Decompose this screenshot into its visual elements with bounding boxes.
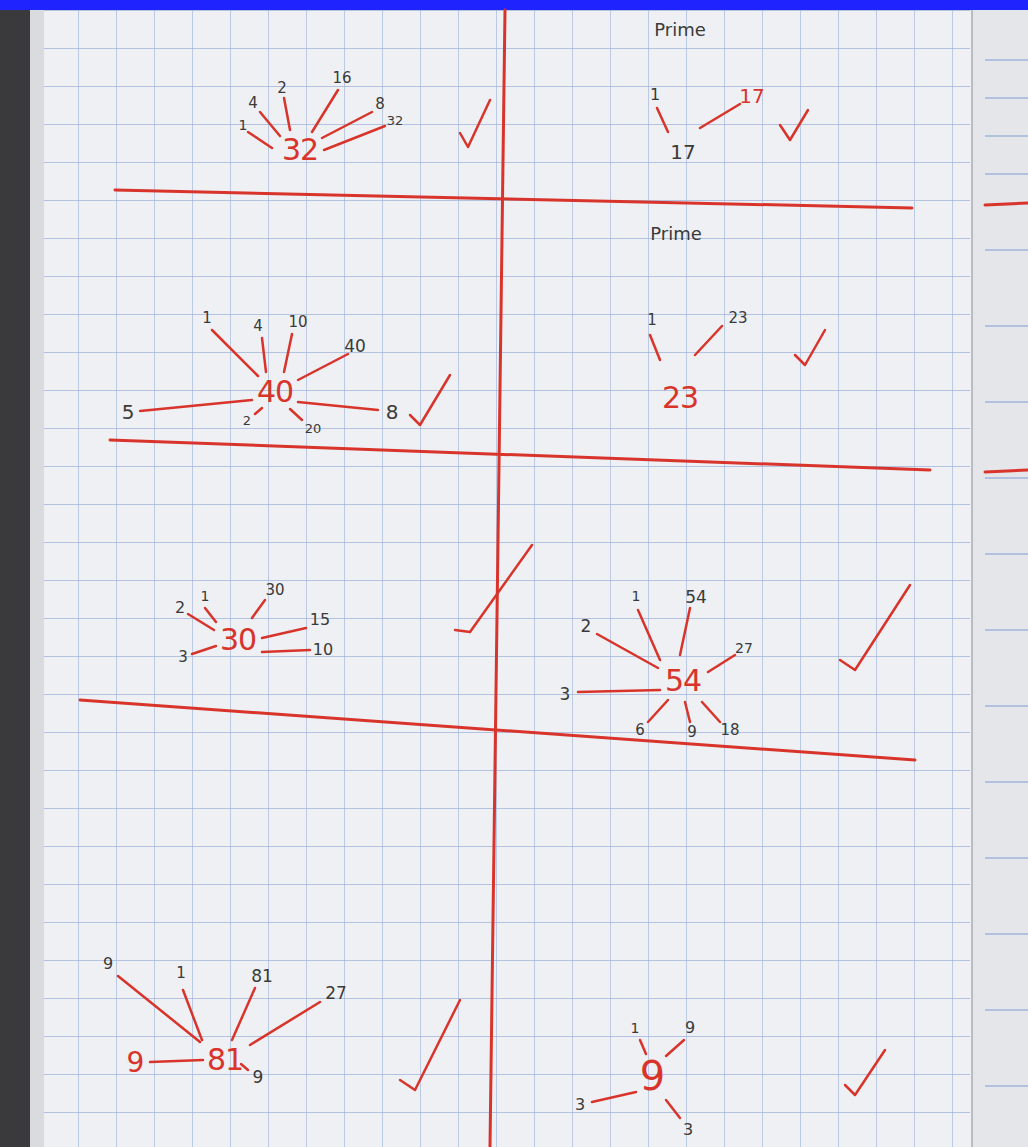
factor-number: 20: [305, 422, 322, 435]
factor-number: 1: [631, 1021, 640, 1035]
factor-number: 2: [581, 618, 592, 635]
factor-number: 27: [325, 985, 347, 1002]
factor-number: 16: [332, 71, 351, 86]
factor-number: 15: [310, 612, 330, 628]
factor-number: 81: [251, 968, 273, 985]
factor-number: 8: [386, 402, 399, 422]
target-number: 81: [207, 1045, 243, 1075]
factor-number: 1: [202, 311, 212, 326]
factor-number: 6: [635, 723, 645, 738]
target-number: 9: [127, 1049, 144, 1077]
factor-number: 40: [344, 338, 366, 355]
factor-number: 4: [253, 319, 263, 334]
factor-number: 1: [239, 118, 248, 132]
prime-note: Prime: [650, 225, 702, 243]
factor-number: 17: [739, 86, 764, 106]
factor-number: 3: [178, 650, 188, 665]
factor-number: 17: [670, 142, 695, 162]
factor-number: 18: [720, 723, 739, 738]
factor-number: 8: [375, 97, 385, 112]
factor-number: 27: [735, 641, 753, 655]
factor-number: 3: [683, 1122, 693, 1138]
factor-number: 2: [175, 600, 185, 616]
target-number: 23: [662, 383, 698, 413]
factor-number: 23: [728, 311, 747, 326]
factor-number: 1: [176, 966, 186, 981]
target-number: 30: [220, 625, 256, 655]
factor-number: 5: [122, 402, 135, 422]
factor-number: 4: [248, 96, 258, 111]
factor-number: 9: [687, 725, 697, 740]
factor-number: 9: [253, 1069, 264, 1086]
target-number: 54: [665, 666, 701, 696]
factor-number: 1: [632, 589, 641, 603]
prime-note: Prime: [654, 21, 706, 39]
factor-number: 1: [647, 313, 657, 328]
factor-number: 30: [265, 583, 284, 598]
target-number: 40: [257, 377, 293, 407]
target-number: 9: [640, 1056, 664, 1096]
factor-number: 9: [685, 1020, 695, 1036]
factor-number: 10: [288, 315, 307, 330]
factor-number: 3: [560, 686, 571, 703]
factor-number: 10: [313, 642, 333, 658]
factor-number: 54: [685, 589, 707, 606]
factor-number: 2: [243, 414, 251, 427]
factor-number: 3: [575, 1097, 585, 1113]
factor-number: 1: [201, 589, 210, 603]
factor-number: 2: [277, 81, 287, 96]
factor-number: 32: [387, 114, 404, 127]
factor-number: 1: [650, 87, 660, 103]
factor-number: 9: [103, 956, 113, 972]
target-number: 32: [282, 135, 318, 165]
